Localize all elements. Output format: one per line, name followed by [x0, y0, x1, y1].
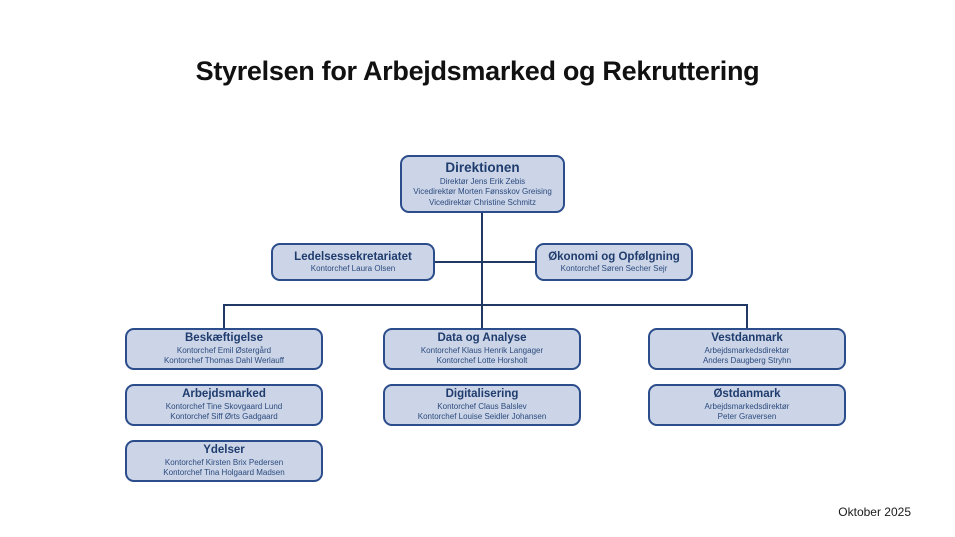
org-box-ydelser: Ydelser Kontorchef Kirsten Brix Pedersen…: [125, 440, 323, 482]
org-member: Kontorchef Laura Olsen: [310, 263, 396, 273]
connector-drop-center: [481, 304, 483, 328]
connector-bus-horizontal: [223, 304, 748, 306]
org-box-digitalisering: Digitalisering Kontorchef Claus Balslev …: [383, 384, 581, 426]
org-member: Vicedirektør Morten Fønsskov Greising: [413, 187, 552, 197]
org-box-data-og-analyse: Data og Analyse Kontorchef Klaus Henrik …: [383, 328, 581, 370]
org-box-title: Direktionen: [445, 159, 520, 175]
org-box-title: Digitalisering: [445, 388, 519, 401]
org-box-beskaeftigelse: Beskæftigelse Kontorchef Emil Østergård …: [125, 328, 323, 370]
org-member: Kontorchef Emil Østergård: [176, 345, 272, 355]
org-member: Kontorchef Louise Seidler Johansen: [417, 412, 547, 422]
org-box-title: Arbejdsmarked: [182, 388, 266, 401]
org-member: Kontorchef Siff Ørts Gadgaard: [170, 412, 278, 422]
org-member: Kontorchef Tine Skovgaard Lund: [165, 401, 283, 411]
org-box-title: Ydelser: [203, 444, 245, 457]
org-member: Kontorchef Klaus Henrik Langager: [420, 345, 544, 355]
org-member: Arbejdsmarkedsdirektør: [704, 345, 790, 355]
org-member: Kontorchef Kirsten Brix Pedersen: [164, 457, 284, 467]
org-box-title: Data og Analyse: [437, 332, 527, 345]
org-box-arbejdsmarked: Arbejdsmarked Kontorchef Tine Skovgaard …: [125, 384, 323, 426]
org-box-ledelsessekretariatet: Ledelsessekretariatet Kontorchef Laura O…: [271, 243, 435, 281]
connector-drop-left: [223, 304, 225, 328]
page-title: Styrelsen for Arbejdsmarked og Rekrutter…: [195, 56, 760, 86]
org-member: Anders Daugberg Stryhn: [702, 356, 792, 366]
org-member: Kontorchef Claus Balslev: [437, 401, 527, 411]
org-box-title: Ledelsessekretariatet: [294, 250, 412, 263]
org-box-title: Økonomi og Opfølgning: [548, 250, 680, 263]
org-box-ostdanmark: Østdanmark Arbejdsmarkedsdirektør Peter …: [648, 384, 846, 426]
connector-drop-right: [746, 304, 748, 328]
org-box-okonomi-og-opfolgning: Økonomi og Opfølgning Kontorchef Søren S…: [535, 243, 693, 281]
footer-date: Oktober 2025: [838, 505, 911, 519]
org-member: Kontorchef Lotte Horsholt: [436, 356, 528, 366]
org-member: Kontorchef Søren Secher Sejr: [560, 263, 668, 273]
org-member: Kontorchef Tina Holgaard Madsen: [163, 468, 285, 478]
org-member: Arbejdsmarkedsdirektør: [704, 401, 790, 411]
org-member: Peter Graversen: [717, 412, 777, 422]
org-member: Direktør Jens Erik Zebis: [439, 176, 526, 186]
org-box-direktionen: Direktionen Direktør Jens Erik Zebis Vic…: [400, 155, 565, 213]
org-box-title: Vestdanmark: [711, 332, 783, 345]
org-member: Kontorchef Thomas Dahl Werlauff: [163, 356, 285, 366]
connector-direktionen-vertical: [481, 212, 483, 306]
org-box-title: Østdanmark: [713, 388, 781, 401]
org-box-vestdanmark: Vestdanmark Arbejdsmarkedsdirektør Ander…: [648, 328, 846, 370]
connector-level2-horizontal: [435, 261, 535, 263]
org-member: Vicedirektør Christine Schmitz: [429, 197, 536, 207]
org-box-title: Beskæftigelse: [185, 332, 263, 345]
